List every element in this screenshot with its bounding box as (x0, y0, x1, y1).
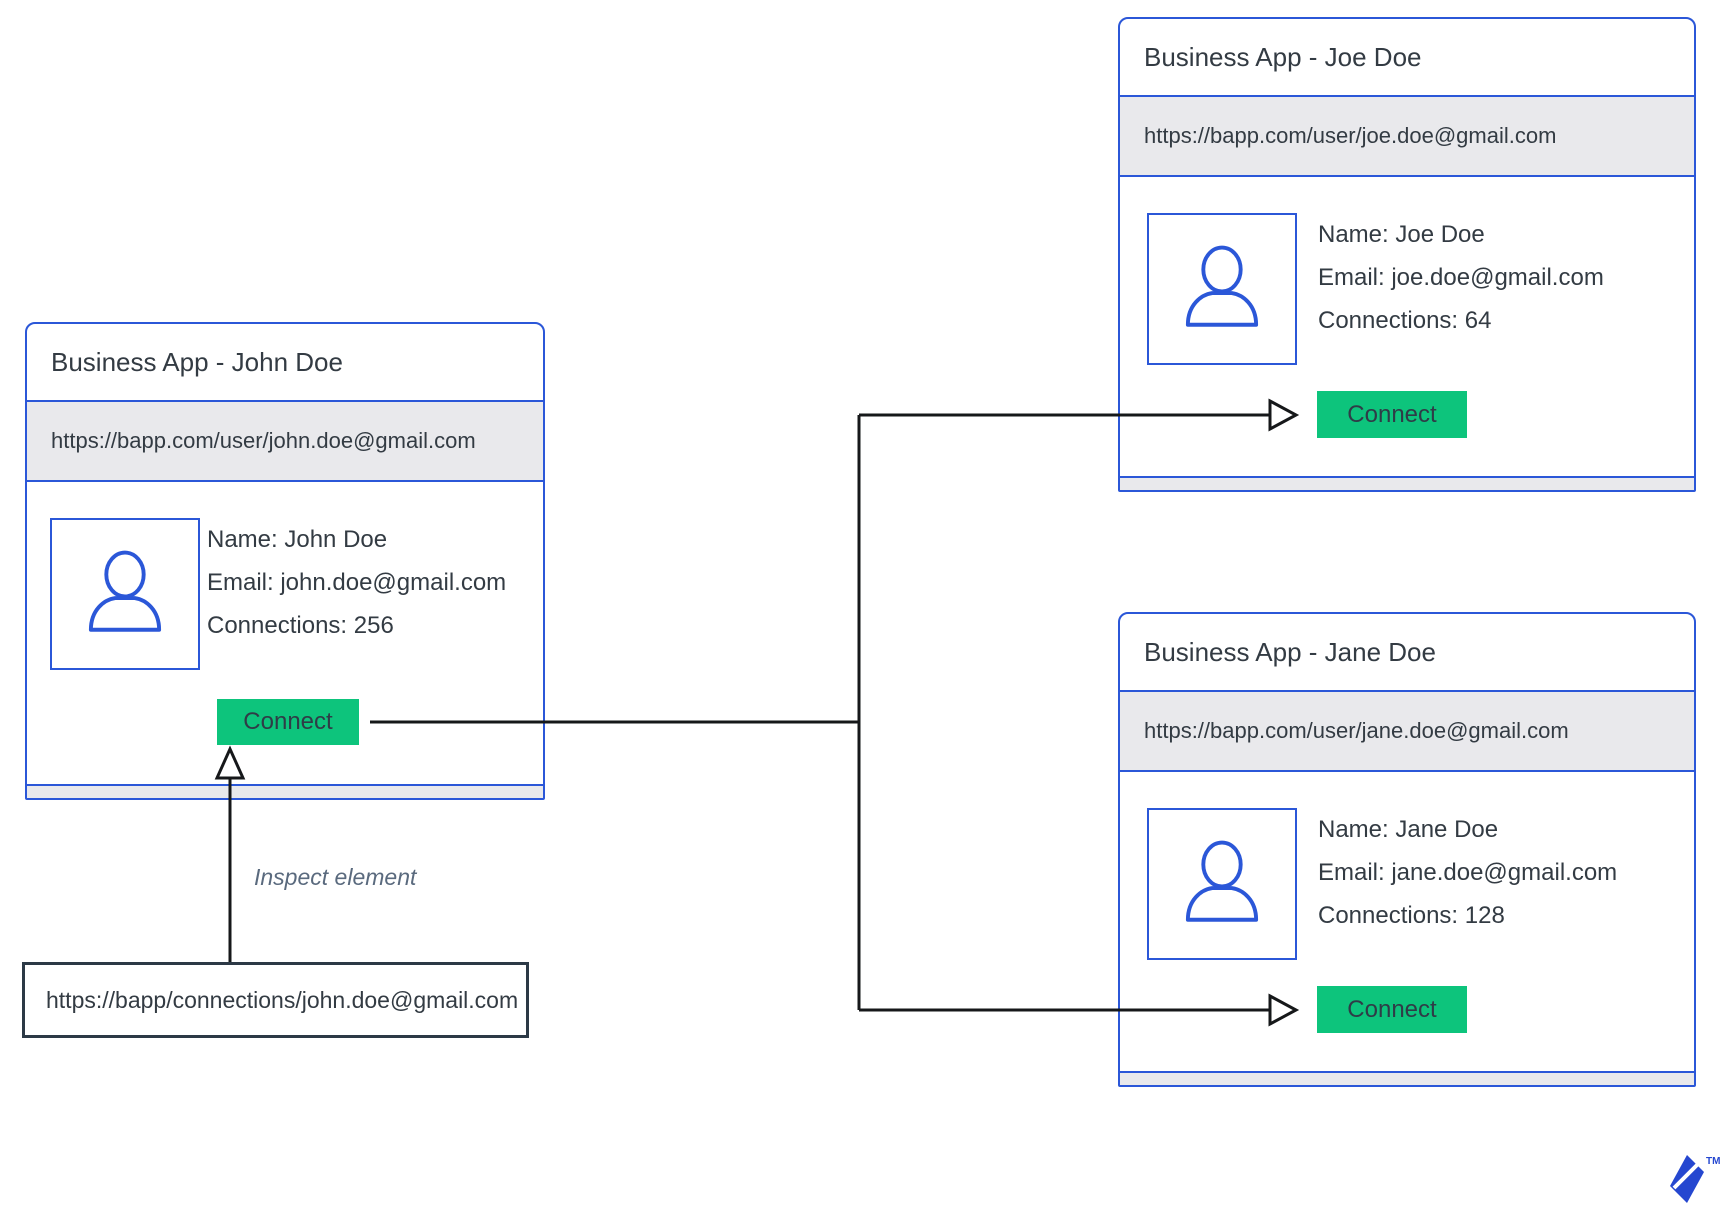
profile-info-jane: Name: Jane Doe Email: jane.doe@gmail.com… (1318, 808, 1617, 937)
email-line: Email: joe.doe@gmail.com (1318, 264, 1604, 291)
window-content-joe: Name: Joe Doe Email: joe.doe@gmail.com C… (1120, 177, 1694, 474)
person-icon (1185, 840, 1259, 922)
trademark-label: TM (1706, 1156, 1720, 1167)
toptal-logo-icon (1670, 1155, 1704, 1203)
status-bar-jane (1120, 1071, 1694, 1085)
browser-window-jane: Business App - Jane Doe https://bapp.com… (1118, 612, 1696, 1087)
toptal-logo: TM (1670, 1155, 1720, 1205)
connect-button-jane[interactable]: Connect (1317, 986, 1467, 1033)
connect-button-john[interactable]: Connect (217, 699, 359, 745)
address-bar-jane[interactable]: https://bapp.com/user/jane.doe@gmail.com (1120, 692, 1694, 772)
window-title-jane: Business App - Jane Doe (1120, 614, 1694, 692)
browser-window-joe: Business App - Joe Doe https://bapp.com/… (1118, 17, 1696, 492)
connections-line: Connections: 128 (1318, 902, 1505, 929)
email-line: Email: jane.doe@gmail.com (1318, 859, 1618, 886)
profile-info-joe: Name: Joe Doe Email: joe.doe@gmail.com C… (1318, 213, 1604, 342)
connections-line: Connections: 256 (207, 612, 394, 639)
connections-url-box: https://bapp/connections/john.doe@gmail.… (22, 962, 529, 1038)
connections-line: Connections: 64 (1318, 307, 1492, 334)
person-icon (88, 550, 162, 632)
person-icon (1185, 245, 1259, 327)
name-line: Name: Jane Doe (1318, 816, 1499, 843)
address-bar-joe[interactable]: https://bapp.com/user/joe.doe@gmail.com (1120, 97, 1694, 177)
name-line: Name: Joe Doe (1318, 221, 1485, 248)
status-bar-john (27, 784, 543, 798)
window-title-joe: Business App - Joe Doe (1120, 19, 1694, 97)
avatar-jane (1147, 808, 1297, 960)
connect-button-joe[interactable]: Connect (1317, 391, 1467, 438)
address-bar-john[interactable]: https://bapp.com/user/john.doe@gmail.com (27, 402, 543, 482)
window-content-jane: Name: Jane Doe Email: jane.doe@gmail.com… (1120, 772, 1694, 1069)
profile-info-john: Name: John Doe Email: john.doe@gmail.com… (207, 518, 506, 647)
avatar-john (50, 518, 200, 670)
avatar-joe (1147, 213, 1297, 365)
name-line: Name: John Doe (207, 526, 388, 553)
status-bar-joe (1120, 476, 1694, 490)
email-line: Email: john.doe@gmail.com (207, 569, 507, 596)
window-title-john: Business App - John Doe (27, 324, 543, 402)
window-content-john: Name: John Doe Email: john.doe@gmail.com… (27, 482, 543, 782)
inspect-element-label: Inspect element (254, 864, 417, 890)
browser-window-john: Business App - John Doe https://bapp.com… (25, 322, 545, 800)
